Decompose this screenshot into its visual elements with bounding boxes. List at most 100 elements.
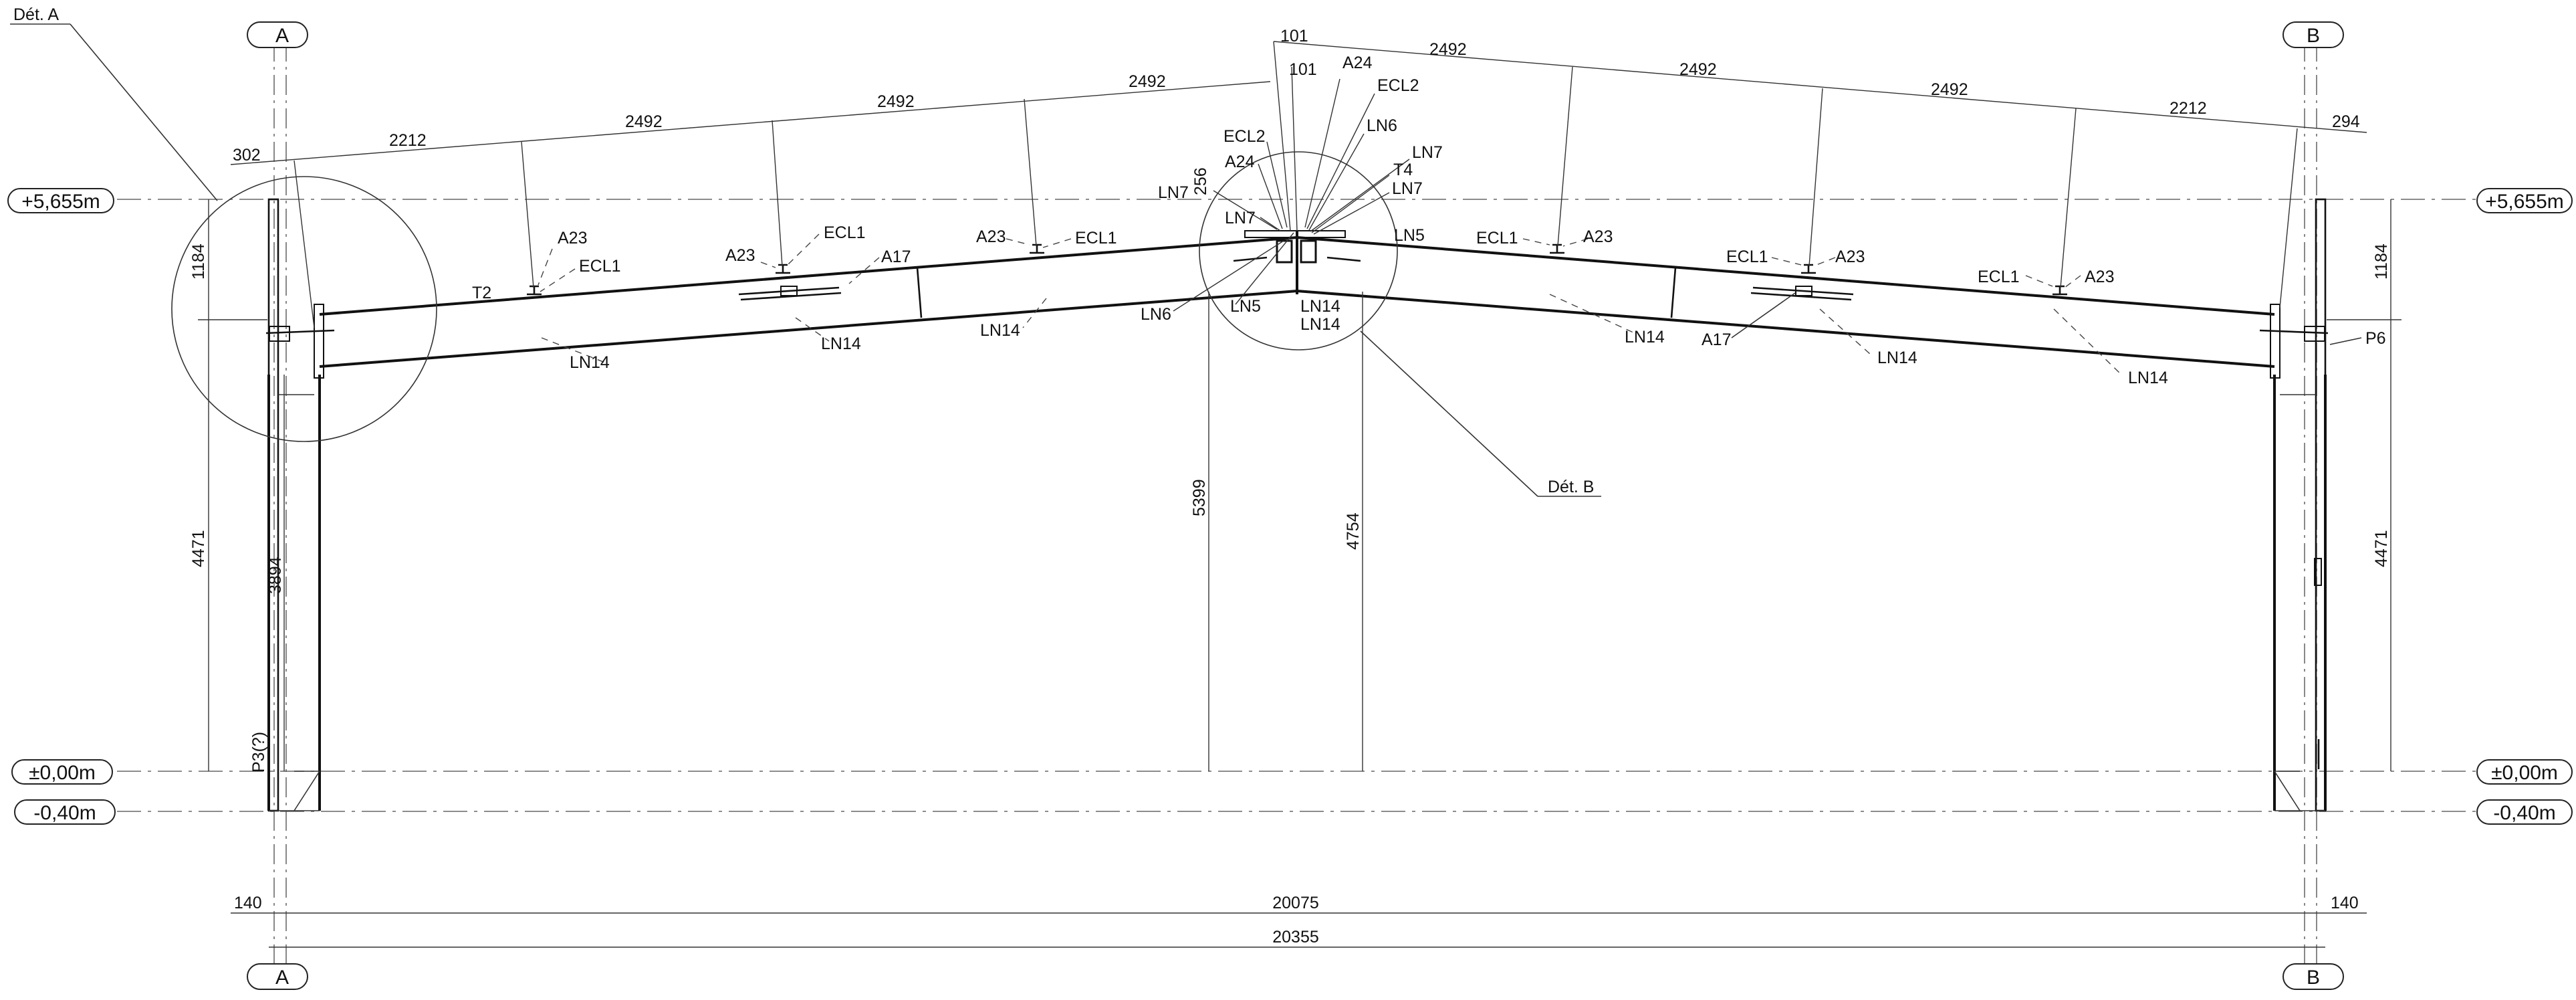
mark-ln7-top: LN7 — [1412, 143, 1443, 162]
dim-top-2492-r2: 2492 — [1679, 60, 1717, 79]
axis-label-a-bottom: A — [275, 967, 289, 989]
detail-b-label: Dét. B — [1548, 478, 1594, 496]
column-left — [265, 198, 335, 812]
detail-a-callout[interactable]: Dét. A — [10, 5, 437, 442]
dim-left-4471: 4471 — [189, 530, 208, 567]
mark-ln5-right: LN5 — [1394, 226, 1425, 245]
brace-plate-right — [1750, 286, 1854, 301]
mark-ln14-center-b: LN14 — [1300, 315, 1340, 334]
rafter-left — [319, 236, 1298, 368]
mark-ln14-center-a: LN14 — [1300, 297, 1340, 316]
mark-ecl1-r1: ECL1 — [1476, 229, 1518, 247]
top-dimension-chain: 302 2212 2492 2492 2492 101 101 2492 249… — [230, 27, 2367, 328]
axis-tag-a-top[interactable]: A — [247, 21, 308, 48]
axis-label-a-top: A — [275, 25, 289, 47]
leader-lines — [538, 78, 2362, 377]
dim-top-101-a: 101 — [1280, 27, 1308, 45]
dim-bottom-20355: 20355 — [1272, 928, 1319, 946]
purlins — [527, 243, 2067, 296]
dim-left-3894: 3894 — [266, 557, 285, 594]
mark-ecl1-r3: ECL1 — [1978, 268, 2020, 286]
dim-top-2492-l3: 2492 — [1129, 72, 1166, 91]
mark-p6: P6 — [2365, 329, 2386, 348]
level-tag-top-right[interactable]: +5,655m — [2476, 188, 2573, 213]
mark-t2: T2 — [472, 284, 491, 302]
dim-top-2492-r1: 2492 — [1429, 40, 1467, 59]
brace-plate-left — [738, 286, 842, 301]
dim-top-2492-r3: 2492 — [1931, 80, 1968, 99]
rafter-right — [1296, 236, 2275, 368]
dim-top-101-b: 101 — [1289, 60, 1317, 79]
component-marks: A23 ECL1 T2 A23 ECL1 A17 A23 ECL1 LN14 L… — [249, 54, 2386, 773]
column-right — [2259, 198, 2329, 812]
mark-a23-l3: A23 — [976, 227, 1006, 246]
mark-a24-top: A24 — [1342, 54, 1373, 72]
mark-ln14-l1: LN14 — [570, 353, 610, 372]
dim-top-302: 302 — [233, 146, 261, 165]
mark-a23-r3: A23 — [2085, 268, 2114, 286]
axis-tag-b-top[interactable]: B — [2282, 21, 2344, 48]
axis-tag-b-bottom[interactable]: B — [2282, 963, 2344, 990]
mark-a17-left: A17 — [881, 247, 911, 266]
dim-top-2492-l2: 2492 — [877, 92, 915, 111]
dim-top-294: 294 — [2332, 112, 2360, 131]
level-label-top-right: +5,655m — [2485, 191, 2564, 213]
level-tag-foundation-left[interactable]: -0,40m — [14, 799, 116, 825]
dim-center-5399: 5399 — [1190, 479, 1209, 516]
dim-bottom-140-right: 140 — [2331, 894, 2359, 912]
mark-ecl1-l1: ECL1 — [579, 257, 621, 276]
level-label-ground-left: ±0,00m — [29, 762, 96, 784]
dim-top-2212-left: 2212 — [389, 131, 427, 150]
mark-ecl2-left: ECL2 — [1223, 127, 1266, 146]
mark-ecl2-top: ECL2 — [1377, 76, 1419, 95]
level-tag-ground-right[interactable]: ±0,00m — [2476, 759, 2573, 785]
level-tag-foundation-right[interactable]: -0,40m — [2476, 799, 2573, 825]
mark-ln14-r2: LN14 — [1877, 348, 1917, 367]
level-label-top-left: +5,655m — [21, 191, 100, 213]
dim-bottom-20075: 20075 — [1272, 894, 1319, 912]
mark-ln7-left-2: LN7 — [1225, 209, 1256, 227]
mark-ecl1-l2: ECL1 — [824, 223, 866, 242]
mark-ecl1-l3: ECL1 — [1075, 229, 1117, 247]
mark-ln6-top: LN6 — [1367, 116, 1397, 135]
mark-ln7-right: LN7 — [1392, 179, 1423, 198]
mark-p3: P3(?) — [249, 732, 268, 773]
level-label-ground-right: ±0,00m — [2491, 762, 2558, 784]
level-lines — [117, 199, 2477, 812]
dim-right-4471: 4471 — [2372, 530, 2391, 567]
dim-center-4754: 4754 — [1344, 512, 1363, 550]
axis-tag-a-bottom[interactable]: A — [247, 963, 308, 990]
detail-a-label: Dét. A — [13, 5, 59, 24]
dim-bottom-140-left: 140 — [234, 894, 262, 912]
mark-ln5-left: LN5 — [1230, 297, 1261, 316]
axis-label-b-bottom: B — [2307, 967, 2320, 989]
level-tag-top-left[interactable]: +5,655m — [7, 188, 114, 213]
axis-label-b-top: B — [2307, 25, 2320, 47]
mark-ln14-l3: LN14 — [980, 321, 1020, 340]
level-label-foundation-right: -0,40m — [2493, 802, 2555, 824]
mark-ln14-r3: LN14 — [2128, 369, 2168, 387]
detail-b-callout[interactable]: Dét. B — [1199, 151, 1601, 497]
mark-a23-l2: A23 — [725, 246, 755, 265]
level-tag-ground-left[interactable]: ±0,00m — [11, 759, 113, 785]
mark-a24-left: A24 — [1225, 153, 1255, 171]
dim-top-2212-right: 2212 — [2170, 99, 2207, 118]
vertical-dimensions: 1184 4471 3894 5399 4754 1184 4471 — [189, 199, 2402, 771]
mark-a17-right: A17 — [1702, 330, 1731, 349]
mark-ln7-left: LN7 — [1158, 183, 1189, 202]
dim-right-1184: 1184 — [2372, 243, 2391, 280]
bottom-dimensions: 140 20075 140 20355 — [231, 894, 2367, 948]
dim-left-1184: 1184 — [189, 243, 208, 280]
dim-top-2492-l1: 2492 — [625, 112, 663, 131]
ridge-joint — [1233, 230, 1361, 294]
mark-ecl1-r2: ECL1 — [1726, 247, 1768, 266]
mark-ln14-l2: LN14 — [821, 334, 861, 353]
mark-ln14-r1: LN14 — [1625, 328, 1665, 346]
mark-a23-r2: A23 — [1835, 247, 1865, 266]
mark-a23-l1: A23 — [558, 229, 587, 247]
mark-t4: T4 — [1393, 161, 1413, 179]
dim-top-256: 256 — [1191, 167, 1210, 195]
mark-a23-r1: A23 — [1583, 227, 1613, 246]
level-label-foundation-left: -0,40m — [33, 802, 96, 824]
